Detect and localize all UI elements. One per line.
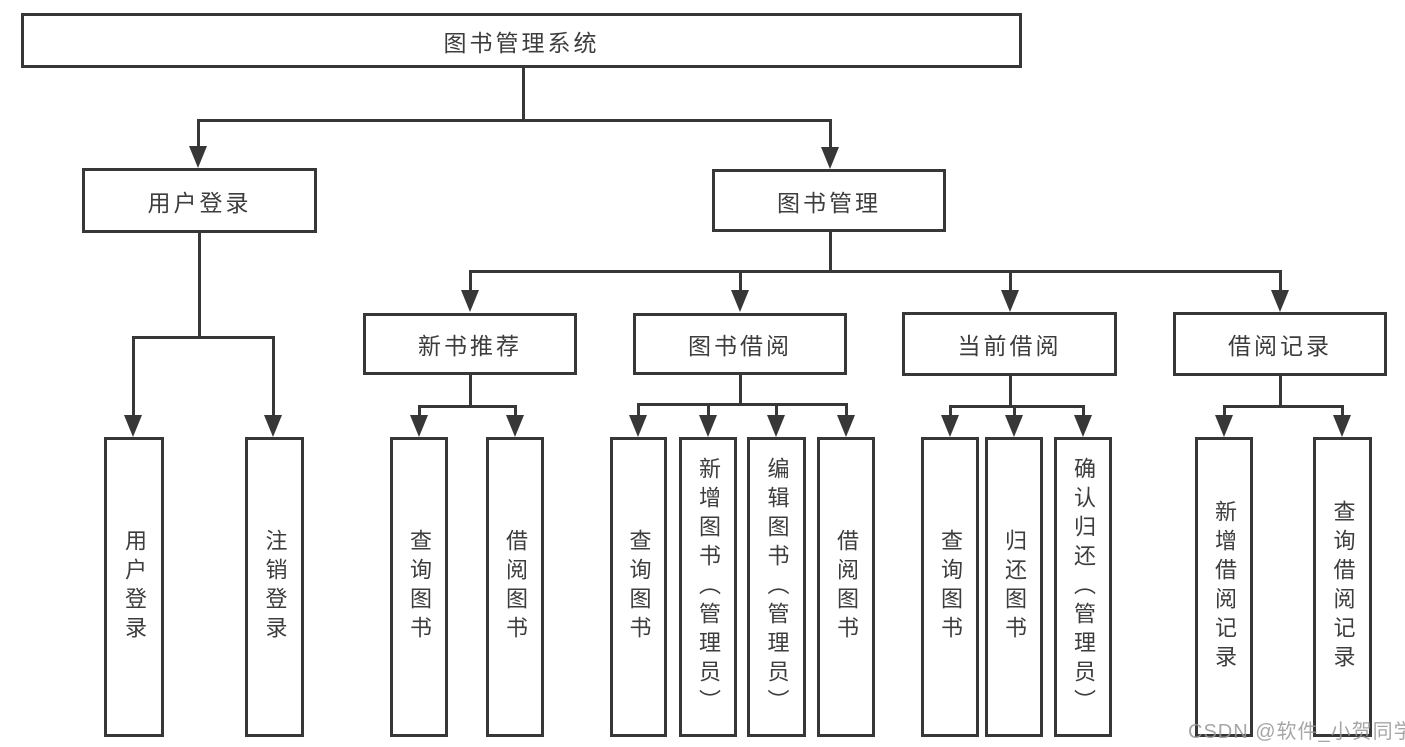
arrow-down-icon <box>264 415 282 437</box>
connector-drop <box>707 403 710 416</box>
node-label: 新书推荐 <box>418 333 522 359</box>
connector-drop <box>1013 405 1016 416</box>
arrow-down-icon <box>767 415 785 437</box>
arrow-down-icon <box>731 290 749 312</box>
leaf-label: 编辑图书（管理员） <box>764 456 790 718</box>
arrow-down-icon <box>1005 415 1023 437</box>
leaf-user-login: 用户登录 <box>104 437 164 737</box>
connector-book-management-split <box>469 270 1281 273</box>
arrow-down-icon <box>189 146 207 168</box>
connector-drop-recommend <box>469 270 472 291</box>
arrow-down-icon <box>629 415 647 437</box>
leaf-label: 查询借阅记录 <box>1330 500 1356 674</box>
leaf-query-borrow-record: 查询借阅记录 <box>1313 437 1372 737</box>
node-label: 图书管理系统 <box>443 29 600 56</box>
leaf-query-books-borrowing: 查询图书 <box>610 437 667 737</box>
arrow-down-icon <box>1001 290 1019 312</box>
connector-records-stem <box>1279 376 1282 405</box>
node-borrow-records: 借阅记录 <box>1173 312 1387 376</box>
connector-recommend-split <box>418 405 516 408</box>
node-label: 图书借阅 <box>688 333 792 359</box>
leaf-label: 用户登录 <box>122 529 147 645</box>
leaf-label: 借阅图书 <box>503 529 528 645</box>
connector-drop-leaf-logout <box>272 336 275 415</box>
connector-drop <box>514 405 517 416</box>
node-book-management: 图书管理 <box>712 169 946 232</box>
connector-records-split <box>1223 405 1344 408</box>
connector-drop-user-login <box>197 119 200 147</box>
leaf-label: 归还图书 <box>1002 529 1027 645</box>
arrow-down-icon <box>1215 415 1233 437</box>
leaf-borrow-books: 借阅图书 <box>817 437 875 737</box>
leaf-add-borrow-record: 新增借阅记录 <box>1195 437 1253 737</box>
connector-recommend-stem <box>469 375 472 405</box>
node-book-borrowing: 图书借阅 <box>633 313 847 375</box>
connector-user-login-split <box>132 336 274 339</box>
leaf-label: 查询图书 <box>938 529 963 645</box>
leaf-confirm-return-admin: 确认归还（管理员） <box>1054 437 1112 737</box>
connector-root-stem <box>522 68 525 119</box>
leaf-edit-books-admin: 编辑图书（管理员） <box>747 437 806 737</box>
leaf-label: 确认归还（管理员） <box>1071 456 1096 718</box>
node-label: 借阅记录 <box>1228 333 1332 359</box>
leaf-label: 查询图书 <box>626 529 652 645</box>
connector-drop <box>1223 405 1226 416</box>
connector-drop-book-management <box>829 119 832 147</box>
connector-root-split <box>197 119 832 122</box>
leaf-label: 查询图书 <box>407 529 432 645</box>
arrow-down-icon <box>941 415 959 437</box>
connector-drop <box>1341 405 1344 416</box>
connector-drop <box>1082 405 1085 416</box>
leaf-return-books: 归还图书 <box>985 437 1043 737</box>
connector-drop-leaf-user-login <box>132 336 135 415</box>
arrow-down-icon <box>821 147 839 169</box>
arrow-down-icon <box>699 415 717 437</box>
leaf-logout: 注销登录 <box>245 437 304 737</box>
connector-drop <box>418 405 421 416</box>
node-current-borrowing: 当前借阅 <box>902 312 1117 376</box>
leaf-label: 新增图书（管理员） <box>696 456 721 718</box>
leaf-borrow-books-recommend: 借阅图书 <box>486 437 544 737</box>
leaf-add-books-admin: 新增图书（管理员） <box>679 437 737 737</box>
arrow-down-icon <box>1271 290 1289 312</box>
leaf-query-books-current: 查询图书 <box>921 437 979 737</box>
node-root-library-system: 图书管理系统 <box>21 13 1022 68</box>
node-label: 图书管理 <box>777 189 881 216</box>
arrow-down-icon <box>1074 415 1092 437</box>
leaf-label: 新增借阅记录 <box>1212 500 1237 674</box>
connector-drop-borrowing <box>739 270 742 291</box>
connector-drop <box>845 403 848 416</box>
node-label: 当前借阅 <box>957 333 1062 359</box>
connector-drop-records <box>1279 270 1282 291</box>
csdn-watermark: CSDN @软件_小贺同学 <box>1188 721 1405 743</box>
node-user-login: 用户登录 <box>82 168 317 233</box>
connector-current-split <box>949 405 1084 408</box>
arrow-down-icon <box>410 415 428 437</box>
arrow-down-icon <box>837 415 855 437</box>
leaf-label: 注销登录 <box>262 529 288 645</box>
connector-borrowing-split <box>637 403 847 406</box>
connector-drop <box>775 403 778 416</box>
arrow-down-icon <box>506 415 524 437</box>
arrow-down-icon <box>461 290 479 312</box>
connector-book-management-stem <box>829 232 832 270</box>
connector-drop <box>949 405 952 416</box>
arrow-down-icon <box>1333 415 1351 437</box>
connector-user-login-stem <box>198 233 201 336</box>
connector-drop-current <box>1009 270 1012 291</box>
node-label: 用户登录 <box>147 189 252 216</box>
leaf-query-books-recommend: 查询图书 <box>390 437 448 737</box>
leaf-label: 借阅图书 <box>834 529 859 645</box>
connector-drop <box>637 403 640 416</box>
arrow-down-icon <box>124 415 142 437</box>
connector-borrowing-stem <box>739 375 742 403</box>
connector-current-stem <box>1009 376 1012 405</box>
node-new-book-recommend: 新书推荐 <box>363 313 577 375</box>
